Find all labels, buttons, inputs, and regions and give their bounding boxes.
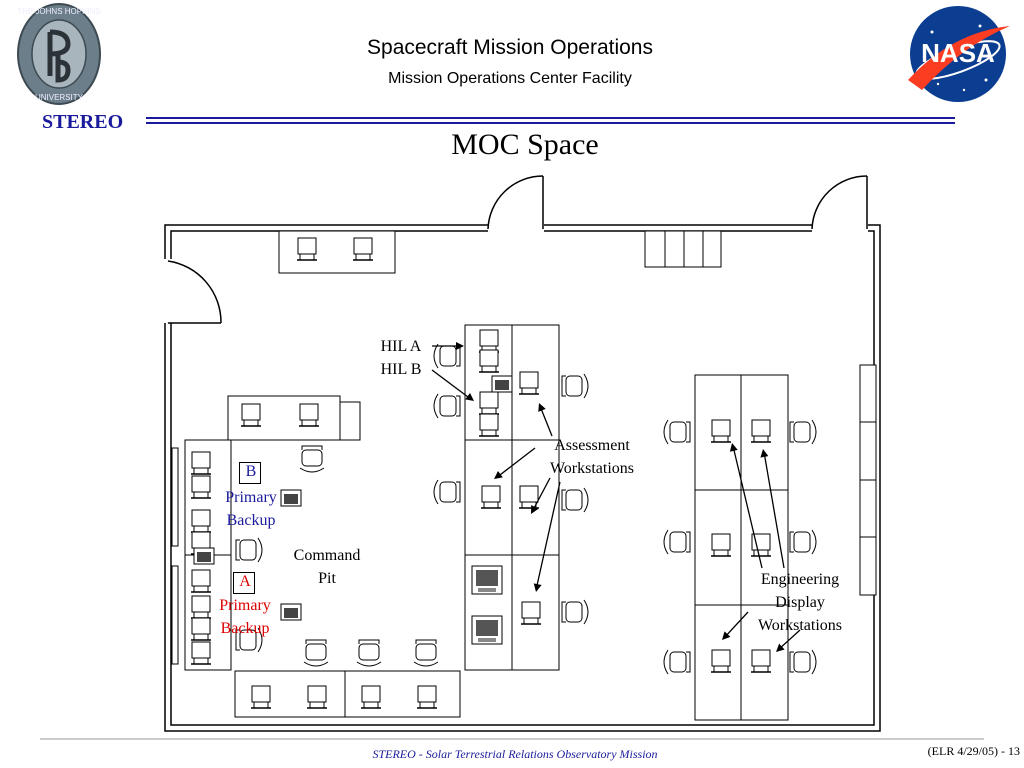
door-opening-top-right [812,222,868,234]
callout-arrows [431,345,801,651]
label-a-backup: Backup [220,620,270,637]
door-opening-left [162,259,174,323]
slide-title: MOC Space [451,128,599,161]
top-table [278,230,396,274]
seal-text-bottom: UNIVERSITY [35,93,84,102]
label-assessment-line1: Assessment [554,437,630,454]
label-engineering-line1: Engineering [760,571,840,588]
label-command-line1: Command [293,547,361,564]
slide-header-title: Spacecraft Mission Operations [367,36,653,59]
left-upper-side-table [339,401,361,441]
label-assessment-line2: Workstations [549,460,635,477]
label-command-line2: Pit [318,570,336,587]
door-opening-top-left [488,222,544,234]
top-cabinets [644,230,722,268]
left-wall-cabinets [171,447,179,665]
footer-page-number: (ELR 4/29/05) - 13 [927,744,1020,758]
right-wall-cabinets [859,364,877,596]
box-b [239,462,261,484]
nasa-logo: NASA [908,6,1010,102]
label-hil-a: HIL A [380,338,422,355]
chairs-command-pit-top [299,445,325,473]
label-b-letter: B [245,463,257,480]
box-a [233,572,255,594]
door-swings [167,175,868,324]
footer-mission: STEREO - Solar Terrestrial Relations Obs… [372,747,658,761]
jhu-seal-logo: THE JOHNS HOPKINS UNIVERSITY [17,3,101,105]
slide-header-subtitle: Mission Operations Center Facility [388,70,632,87]
label-a-letter: A [239,573,251,590]
seal-text-top: THE JOHNS HOPKINS [17,7,101,16]
label-b-primary: Primary [225,489,277,506]
stereo-label: STEREO [42,111,124,133]
label-engineering-line2: Display [775,594,825,611]
label-b-backup: Backup [226,512,276,529]
tables [184,230,789,721]
label-hil-b: HIL B [380,361,422,378]
label-engineering-line3: Workstations [757,617,843,634]
nasa-logo-text: NASA [921,38,995,68]
label-a-primary: Primary [219,597,271,614]
